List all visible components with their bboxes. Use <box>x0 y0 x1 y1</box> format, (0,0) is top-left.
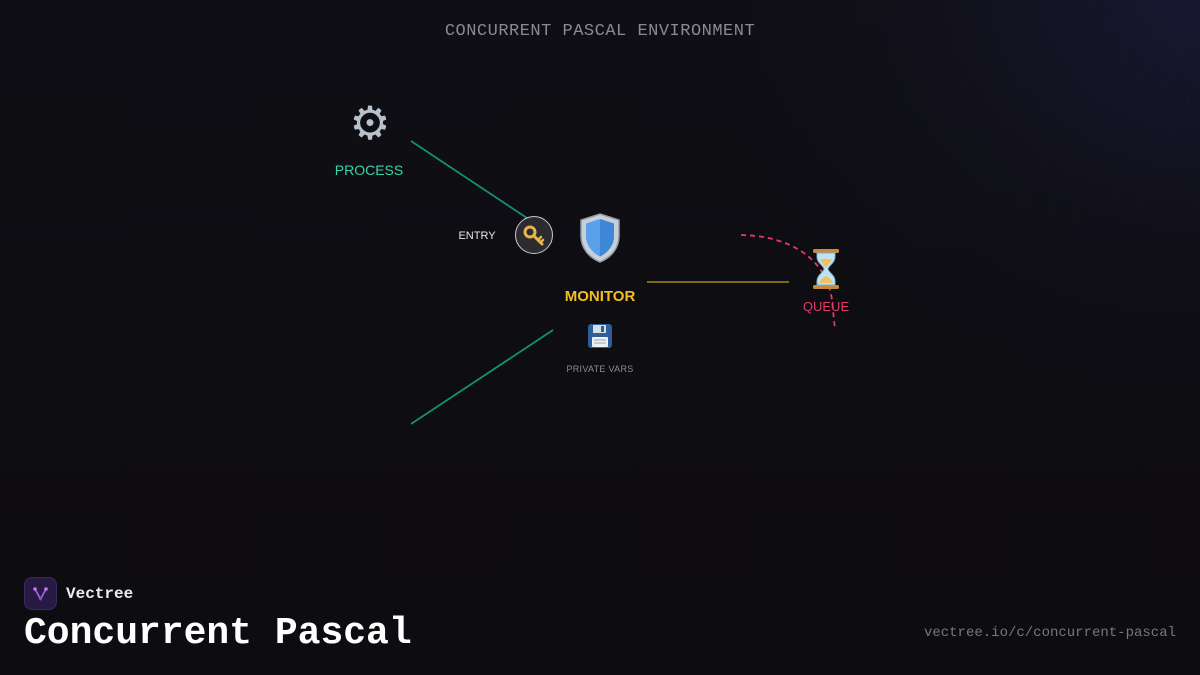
vectree-logo-mark-icon <box>33 587 48 601</box>
gear-icon: ⚙ <box>349 96 391 150</box>
page-title: Concurrent Pascal <box>24 612 412 655</box>
hourglass-icon <box>813 249 839 289</box>
private-vars-label: PRIVATE VARS <box>566 364 634 374</box>
key-icon <box>523 225 545 246</box>
brand-name: Vectree <box>66 585 134 603</box>
queue-label: QUEUE <box>802 299 850 314</box>
entry-node <box>515 216 553 254</box>
edge-process-entry <box>410 140 531 221</box>
entry-label: ENTRY <box>458 230 496 242</box>
page-url[interactable]: vectree.io/c/concurrent-pascal <box>923 625 1176 641</box>
vectree-logo <box>24 577 57 610</box>
monitor-label: MONITOR <box>564 288 636 305</box>
edge-monitor-process <box>410 329 554 425</box>
process-label: PROCESS <box>334 162 404 178</box>
shield-icon <box>580 213 620 263</box>
floppy-disk-icon <box>588 324 612 348</box>
environment-title: CONCURRENT PASCAL ENVIRONMENT <box>444 22 756 41</box>
edge-queue-loop <box>740 234 836 331</box>
